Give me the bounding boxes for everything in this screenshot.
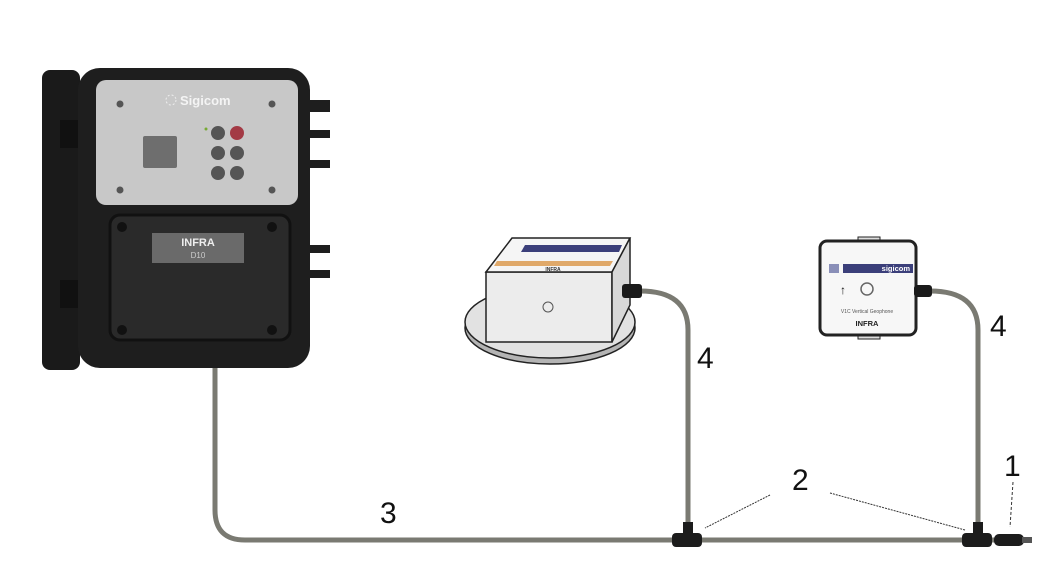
t-connector-2 — [962, 522, 992, 547]
wireless-button — [230, 146, 244, 160]
callout-3: 3 — [380, 497, 397, 530]
sigicom-logo-icon — [165, 94, 177, 106]
up-button — [211, 146, 225, 160]
callout-4a: 4 — [697, 342, 714, 375]
triaxial-connector — [622, 284, 642, 298]
triaxial-label: INFRA — [545, 267, 561, 273]
control-panel — [96, 80, 298, 205]
callout-1: 1 — [1004, 450, 1021, 483]
sensor-cable-triaxial — [637, 288, 691, 538]
up-arrow-icon: ↑ — [840, 283, 846, 297]
callout-4b: 4 — [990, 310, 1007, 343]
logger-label-model: D10 — [191, 251, 206, 260]
logger-brand: Sigicom — [180, 93, 231, 108]
vertical-label: INFRA — [856, 319, 879, 328]
logger-label-title: INFRA — [181, 237, 215, 249]
end-plug — [994, 534, 1032, 546]
logger-nameplate — [152, 233, 244, 263]
callout-lines — [704, 481, 1014, 531]
vertical-caption: V1C Vertical Geophone — [841, 309, 893, 315]
main-cable — [212, 288, 1003, 543]
down-button — [211, 166, 225, 180]
enter-button — [230, 166, 244, 180]
callout-2: 2 — [792, 464, 809, 497]
data-logger: Sigicom INFRA D10 — [42, 68, 330, 370]
vertical-connector — [914, 285, 932, 297]
vertical-brand: sigicom — [882, 264, 911, 273]
vertical-geophone: sigicom ↑ V1C Vertical Geophone INFRA — [818, 236, 932, 340]
record-button — [230, 126, 244, 140]
sensor-cable-vertical — [927, 288, 981, 538]
triaxial-geophone: INFRA — [464, 237, 642, 365]
power-button — [211, 126, 225, 140]
display-screen — [143, 136, 177, 168]
t-connector-1 — [672, 522, 702, 547]
